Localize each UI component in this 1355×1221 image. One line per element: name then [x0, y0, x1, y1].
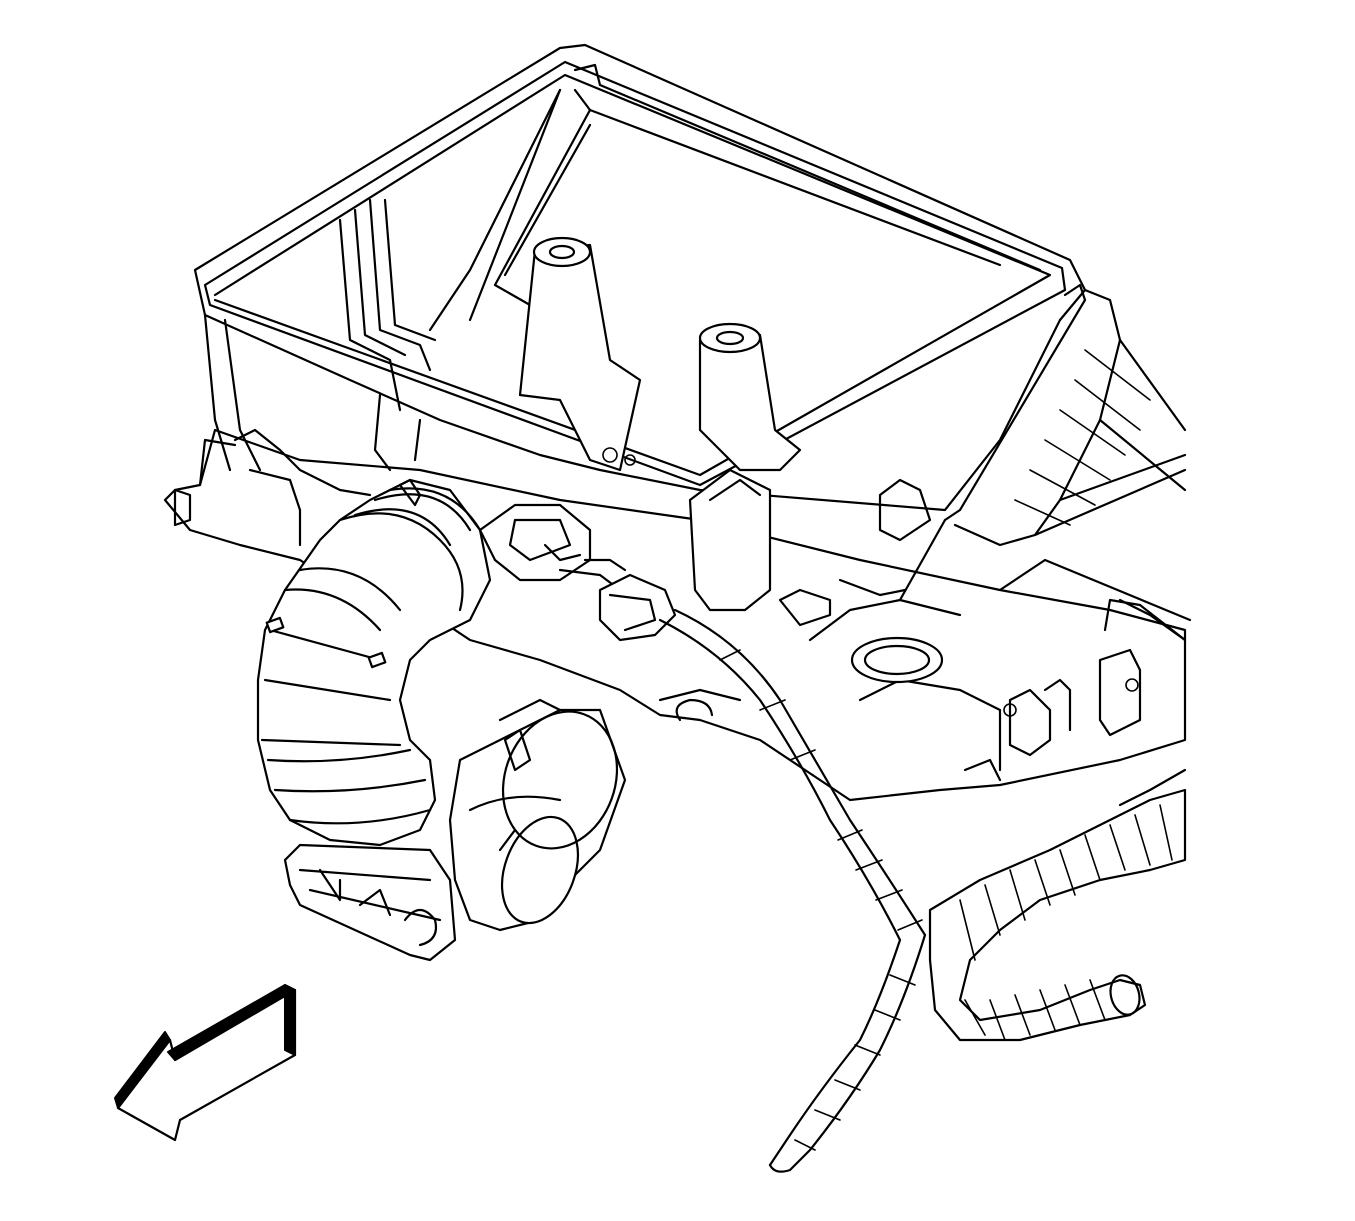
air-cleaner-housing [193, 43, 1187, 602]
air-inlet-duct [256, 478, 492, 847]
sensor-connector [478, 503, 677, 642]
wiring-harness [658, 608, 1187, 1173]
housing-bosses [518, 236, 802, 612]
throttle-body [283, 698, 627, 962]
front-arrow-icon [114, 984, 297, 1142]
